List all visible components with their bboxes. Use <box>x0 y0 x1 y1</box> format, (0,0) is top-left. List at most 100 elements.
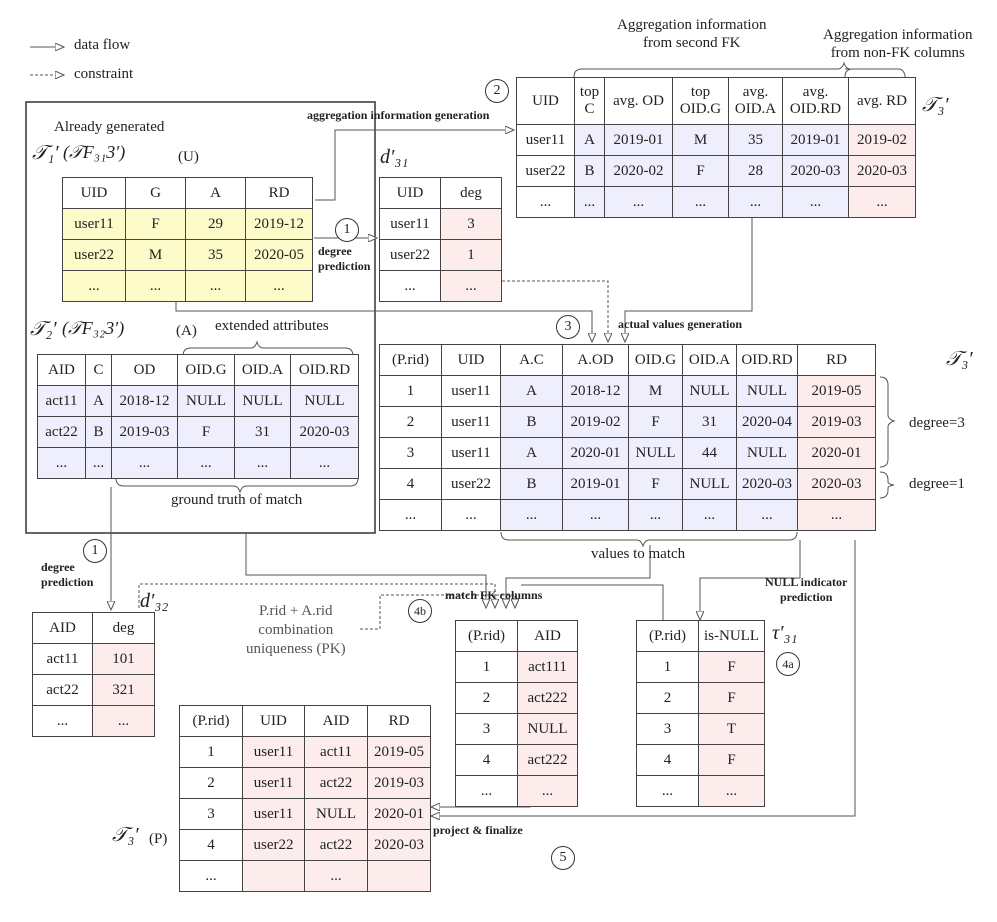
table-cell: ... <box>62 270 126 302</box>
already-generated-label: Already generated <box>54 119 165 135</box>
table-cell: 44 <box>682 437 737 469</box>
table-cell: 101 <box>92 643 155 675</box>
ground-truth-label: ground truth of match <box>171 492 303 508</box>
table-cell: F <box>698 682 765 714</box>
tau31-label: τ′₃₁ <box>772 622 798 644</box>
table-cell: user22 <box>441 468 501 500</box>
table-cell: ... <box>736 499 798 531</box>
table-cell: 2020-01 <box>797 437 876 469</box>
tf313-label: (𝒯F₃₁3′) <box>63 142 126 162</box>
table-row: ...... <box>179 860 431 892</box>
table-cell: user11 <box>441 406 501 438</box>
table-row: ... ... ... ... ... ... <box>37 447 359 479</box>
t3tilde-label: 𝒯₃′ <box>922 94 949 116</box>
table-agg-header: top OID.G <box>672 77 729 125</box>
table-row: 2 user11 B 2019-02 F 31 2020-04 2019-03 <box>379 406 876 438</box>
table-cell: T <box>698 713 765 745</box>
t1-label: 𝒯₁′ <box>32 142 59 164</box>
table-row: user22 B 2020-02 F 28 2020-03 2020-03 <box>516 155 916 187</box>
table-agg-header: avg. OD <box>604 77 673 125</box>
table-cell: user11 <box>441 437 501 469</box>
agg-info-gen-label: aggregation information generation <box>307 108 490 122</box>
table-a-header: OID.A <box>234 354 291 386</box>
table-cell: 4 <box>636 744 699 776</box>
d31-label: d′₃₁ <box>380 146 409 168</box>
table-cell: 2019-03 <box>111 416 178 448</box>
tag-p: (P) <box>149 831 168 847</box>
table-cell: act11 <box>304 736 368 768</box>
table-cell: ... <box>728 186 783 218</box>
step-5-circle: 5 <box>551 846 575 870</box>
table-d32-header: deg <box>92 612 155 644</box>
table-cell: ... <box>848 186 916 218</box>
table-cell: 2 <box>179 767 243 799</box>
table-cell: user11 <box>441 375 501 407</box>
table-cell: 2019-03 <box>367 767 431 799</box>
table-cell: ... <box>516 186 575 218</box>
table-cell: 2020-01 <box>367 798 431 830</box>
table-p-header: AID <box>304 705 368 737</box>
table-cell: M <box>125 239 186 271</box>
d32-label: d′₃₂ <box>140 590 169 612</box>
table-cell: NULL <box>682 375 737 407</box>
table-cell: user11 <box>242 767 305 799</box>
table-cell: NULL <box>736 375 798 407</box>
table-cell: ... <box>304 860 368 892</box>
table-p-header: (P.rid) <box>179 705 243 737</box>
legend-constraint: constraint <box>74 66 134 82</box>
table-u: UID G A RD user11 F 29 2019-12 user22 M … <box>62 177 313 302</box>
table-cell: ... <box>682 499 737 531</box>
table-hat-header: RD <box>797 344 876 376</box>
match-fk-label: match FK columns <box>445 588 543 602</box>
table-match-header: AID <box>517 620 578 652</box>
table-cell: 2020-03 <box>290 416 359 448</box>
table-hat-header: A.OD <box>562 344 629 376</box>
t3hat-label: 𝒯₃′ <box>946 348 973 370</box>
table-cell: ... <box>455 775 518 807</box>
table-cell: 3 <box>379 437 442 469</box>
table-cell: 2 <box>379 406 442 438</box>
table-cell: B <box>85 416 112 448</box>
step-1-circle-a: 1 <box>83 539 107 563</box>
table-cell: user11 <box>62 208 126 240</box>
step-4a-circle: 4a <box>776 652 800 676</box>
table-row: ... ... ... ... ... ... ... ... <box>379 499 876 531</box>
degree3-label: degree=3 <box>909 415 965 431</box>
table-cell: 2019-02 <box>562 406 629 438</box>
table-agg-header: top C <box>574 77 605 125</box>
table-cell: B <box>500 406 563 438</box>
table-cell: 35 <box>185 239 246 271</box>
table-cell: ... <box>440 270 502 302</box>
table-null-header: is-NULL <box>698 620 765 652</box>
table-cell: 4 <box>379 468 442 500</box>
table-row: 3 user11 A 2020-01 NULL 44 NULL 2020-01 <box>379 437 876 469</box>
table-row: user22 M 35 2020-05 <box>62 239 313 271</box>
table-cell: 2019-05 <box>367 736 431 768</box>
table-cell: act11 <box>32 643 93 675</box>
table-cell: act222 <box>517 682 578 714</box>
table-cell: 2018-12 <box>111 385 178 417</box>
table-cell: NULL <box>736 437 798 469</box>
table-cell: 2 <box>455 682 518 714</box>
table-row: user22 1 <box>379 239 502 271</box>
table-cell: 3 <box>636 713 699 745</box>
table-cell: A <box>500 375 563 407</box>
table-cell: 2020-05 <box>245 239 313 271</box>
table-cell: user22 <box>242 829 305 861</box>
table-cell: act11 <box>37 385 86 417</box>
table-cell: 2019-01 <box>562 468 629 500</box>
table-cell: ... <box>85 447 112 479</box>
table-d31-header: deg <box>440 177 502 209</box>
table-cell: 2020-03 <box>848 155 916 187</box>
table-u-header: G <box>125 177 186 209</box>
